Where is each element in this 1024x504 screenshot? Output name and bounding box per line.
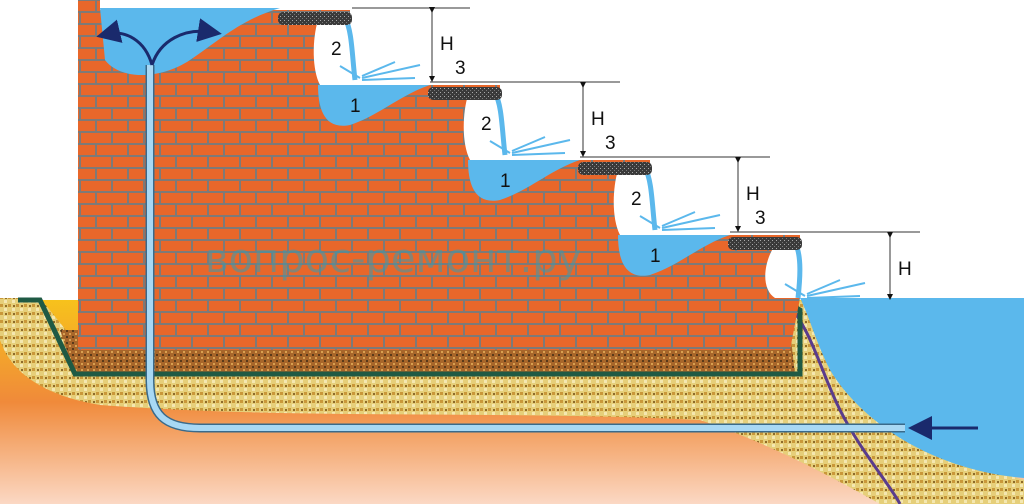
- supply-pipe: [147, 65, 905, 431]
- label-pool: 1: [350, 96, 361, 117]
- fall-notch-1: [313, 20, 352, 85]
- watermark: вопрос-ремонт.ру: [205, 236, 581, 282]
- label-height: H: [591, 109, 605, 130]
- label-fall: 2: [331, 39, 342, 60]
- label-fall: 2: [631, 189, 642, 210]
- fall-notch-2: [463, 95, 502, 160]
- label-splash: 3: [605, 133, 616, 154]
- pool-1: [318, 85, 430, 126]
- capstone-3: [578, 162, 652, 175]
- pond-liner: [783, 298, 902, 504]
- capstone-1: [278, 12, 352, 25]
- height-dimensions: [352, 7, 920, 300]
- splashes: [339, 61, 866, 299]
- outflow-arrow-right: [150, 18, 222, 66]
- label-height: H: [440, 34, 454, 55]
- label-fall: 2: [481, 114, 492, 135]
- top-pool: [100, 8, 280, 75]
- label-splash: 3: [455, 58, 466, 79]
- fall-notch-3: [613, 170, 652, 235]
- pool-3: [618, 235, 730, 276]
- outflow-arrow-left: [96, 19, 154, 66]
- label-height: H: [746, 184, 760, 205]
- brick-wall: [78, 0, 800, 350]
- capstone-4: [728, 237, 802, 250]
- fall-notch-4: [765, 245, 802, 298]
- label-splash: 3: [755, 208, 766, 229]
- label-pool: 1: [650, 246, 661, 267]
- pond: [800, 298, 1024, 478]
- label-height: H: [898, 259, 912, 280]
- capstone-2: [428, 87, 502, 100]
- pool-2: [468, 160, 580, 201]
- label-pool: 1: [500, 171, 511, 192]
